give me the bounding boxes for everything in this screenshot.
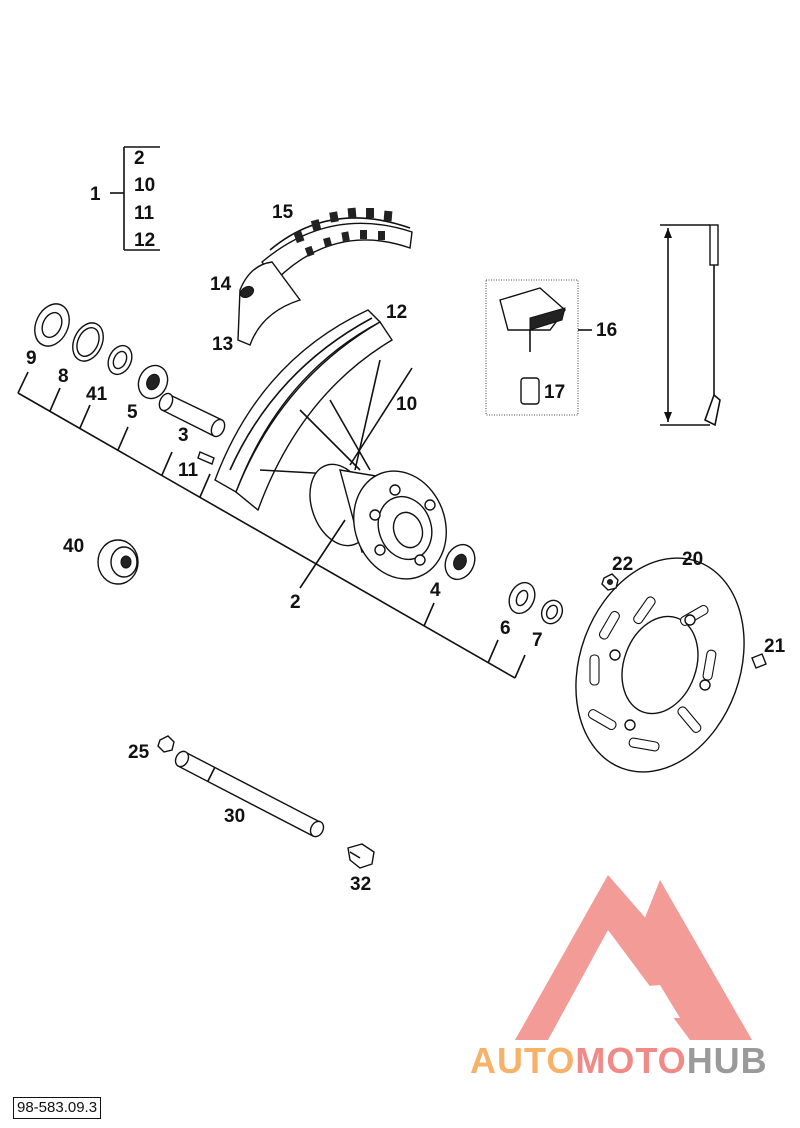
label-1: 1 [90, 184, 101, 205]
spoke-dimension [660, 224, 721, 427]
label-10: 10 [396, 394, 417, 415]
document-code: 98-583.09.3 [13, 1097, 102, 1119]
group-item-11: 11 [134, 203, 155, 224]
label-40: 40 [63, 536, 84, 557]
label-13: 13 [212, 334, 233, 355]
label-5: 5 [127, 402, 138, 423]
hub-part [309, 463, 447, 580]
valve-part [485, 279, 592, 416]
label-2: 2 [290, 592, 301, 613]
watermark-hub: HUB [686, 1040, 768, 1081]
bearing-4 [444, 543, 476, 581]
label-30: 30 [224, 806, 245, 827]
circlip-41 [107, 344, 133, 376]
rim-part [214, 309, 393, 512]
bolt-32 [347, 843, 375, 869]
label-11: 11 [178, 460, 199, 481]
ring-7 [540, 599, 564, 625]
watermark-auto: AUTO [470, 1040, 576, 1081]
label-8: 8 [58, 366, 69, 387]
nut-22 [601, 573, 619, 591]
spacer-40 [97, 539, 139, 585]
label-4: 4 [430, 580, 441, 601]
label-17: 17 [544, 382, 565, 403]
tire-part [261, 207, 413, 282]
label-6: 6 [500, 618, 511, 639]
seal-6 [508, 581, 536, 615]
label-41: 41 [86, 384, 108, 405]
label-16: 16 [596, 320, 617, 341]
spacer-sleeve-3 [158, 392, 226, 438]
left-ring-8 [72, 322, 104, 362]
watermark-text: AUTOMOTOHUB [470, 1040, 768, 1082]
brake-disc-part [575, 557, 745, 773]
label-21: 21 [764, 636, 786, 657]
label-3: 3 [178, 425, 189, 446]
label-15: 15 [272, 202, 294, 223]
assembly-axis-line [17, 371, 526, 679]
inner-tube-part [237, 261, 302, 346]
label-25: 25 [128, 742, 150, 763]
group-bracket: 1 2 10 11 12 [90, 146, 160, 251]
nipple-11 [197, 451, 215, 465]
bolt-21 [751, 653, 767, 669]
label-12: 12 [386, 302, 407, 323]
label-32: 32 [350, 874, 371, 895]
label-7: 7 [532, 630, 543, 651]
label-20: 20 [682, 549, 703, 570]
left-seal-9 [34, 303, 70, 347]
nut-25 [157, 735, 175, 753]
group-item-10: 10 [134, 175, 155, 196]
label-9: 9 [26, 348, 37, 369]
bearing-5 [137, 364, 169, 400]
axle-30 [174, 750, 325, 838]
label-22: 22 [612, 554, 633, 575]
label-14: 14 [210, 274, 232, 295]
group-item-12: 12 [134, 230, 155, 251]
spokes-part [259, 359, 413, 476]
watermark-logo [515, 875, 752, 1040]
watermark-moto: MOTO [575, 1040, 687, 1081]
group-item-2: 2 [134, 148, 145, 169]
